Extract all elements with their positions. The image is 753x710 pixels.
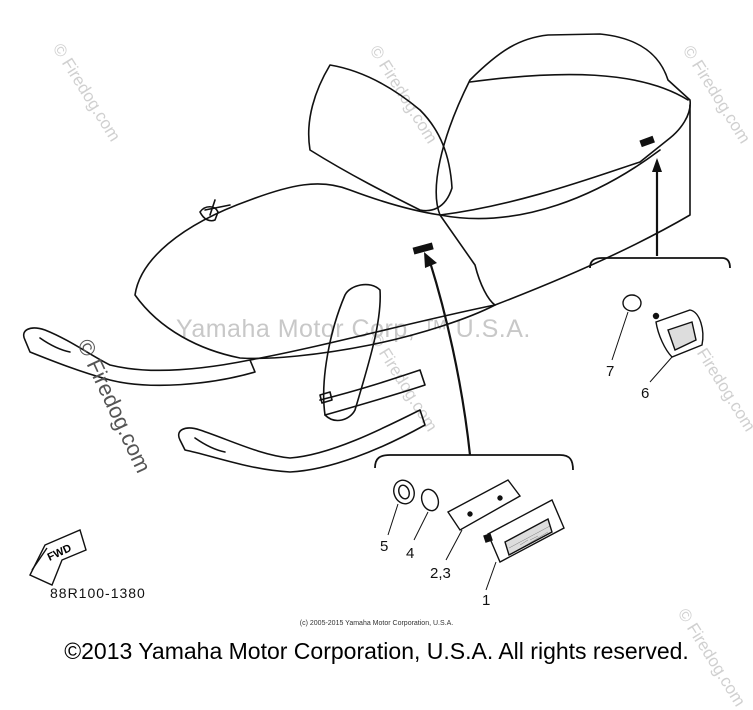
- body-line: [439, 149, 661, 220]
- callout-5: 5: [380, 538, 389, 555]
- part-2-base-plate: [446, 479, 522, 531]
- copyright-notice: ©2013 Yamaha Motor Corporation, U.S.A. A…: [64, 638, 689, 664]
- pointer-arrow-front: [428, 261, 472, 456]
- callout-7: 7: [606, 363, 615, 380]
- reflector-location-front: [412, 242, 434, 255]
- leader-5: [387, 503, 399, 536]
- leader-7: [611, 311, 629, 361]
- small-copyright: (c) 2005-2015 Yamaha Motor Corporation, …: [299, 620, 454, 627]
- body-lower-line: [494, 104, 691, 306]
- chassis-line: [249, 304, 496, 361]
- leader-23: [445, 529, 463, 561]
- part-4-nut: [420, 488, 440, 512]
- callout-1: 1: [482, 592, 491, 609]
- seat-side-line: [469, 73, 689, 101]
- part-7-grommet: [622, 294, 642, 312]
- windshield: [307, 64, 453, 212]
- steering-post: [322, 283, 382, 422]
- reflector-location-rear: [639, 135, 655, 148]
- callout-4: 4: [406, 545, 415, 562]
- ski-strut: [319, 369, 426, 416]
- ski-front: [23, 327, 256, 387]
- callout-6: 6: [641, 385, 650, 402]
- hood-outline: [134, 183, 496, 360]
- part-5-grommet: [393, 479, 415, 505]
- bracket-rear: [589, 257, 731, 269]
- yamaha-watermark: Yamaha Motor Corp, ™ U.S.A.: [176, 315, 531, 343]
- snowmobile-drawing: [23, 33, 731, 591]
- part-number: 88R100-1380: [50, 585, 146, 601]
- callout-2-3: 2,3: [430, 565, 451, 582]
- side-mark: [319, 391, 333, 404]
- leader-6: [649, 356, 673, 383]
- ski-rear: [178, 409, 426, 473]
- arrowhead-front: [424, 252, 437, 268]
- ski-front-curl: [39, 337, 71, 353]
- handle-grip: [199, 205, 219, 222]
- parts-diagram: © Firedog.com © Firedog.com © Firedog.co…: [23, 33, 753, 710]
- arrowhead-rear: [652, 158, 662, 172]
- seat-outline: [435, 33, 691, 216]
- ski-rear-curl: [194, 437, 226, 453]
- leader-1: [485, 561, 497, 591]
- fwd-arrow-icon: [29, 529, 87, 586]
- bracket-front: [374, 454, 574, 471]
- leader-4: [413, 511, 429, 541]
